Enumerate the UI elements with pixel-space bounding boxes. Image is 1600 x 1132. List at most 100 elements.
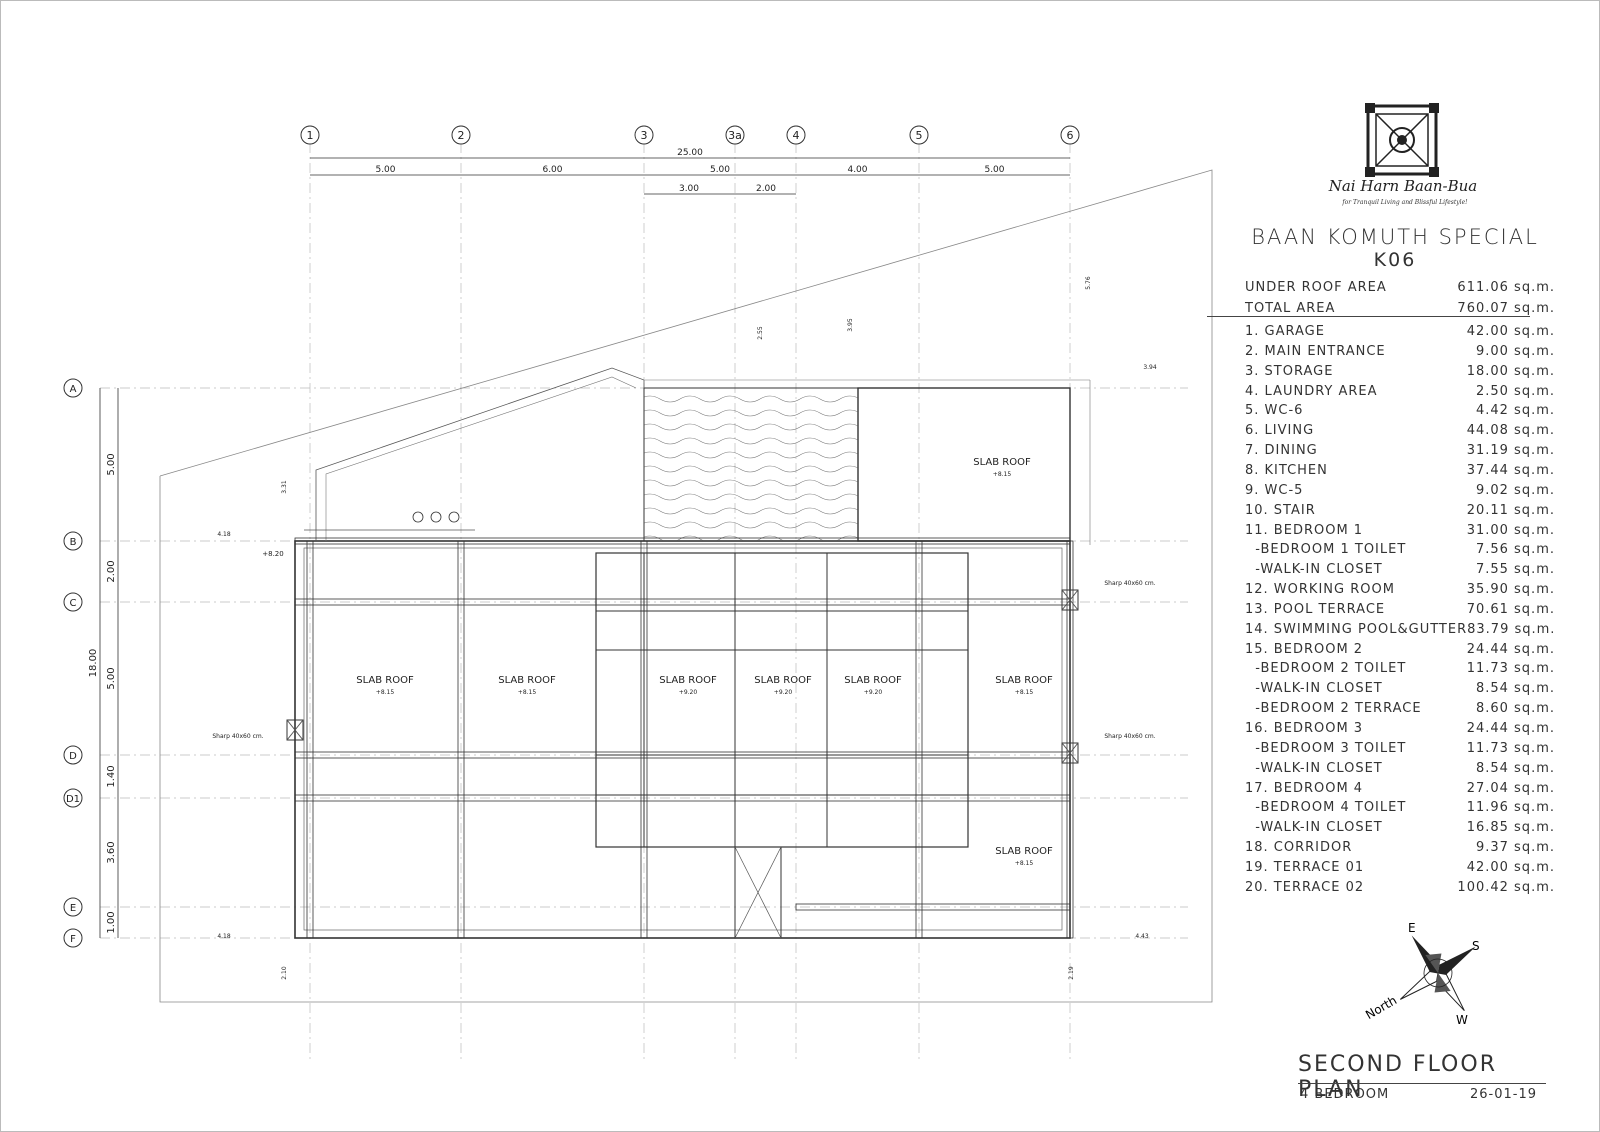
grid-bubble-label: 3a: [728, 129, 742, 142]
grid-bubble: [634, 125, 654, 145]
area-label: 10. STAIR: [1245, 502, 1316, 518]
area-value: 24.44 sq.m.: [1466, 641, 1555, 657]
grid-bubble: [63, 928, 83, 948]
grid-bubble: [63, 897, 83, 917]
light-fixture-icon: [448, 511, 460, 523]
area-value: 70.61 sq.m.: [1466, 601, 1555, 617]
grid-bubble-label: 5: [916, 129, 923, 142]
beam: [294, 751, 1071, 759]
area-value: 37.44 sq.m.: [1466, 462, 1555, 478]
room-row: 10. STAIR 20.11 sq.m.: [1245, 503, 1555, 523]
area-value: 44.08 sq.m.: [1466, 423, 1555, 439]
area-label: 3. STORAGE: [1245, 363, 1334, 379]
upper-block: [857, 387, 1071, 542]
drawing-subtitle: 4 BEDROOM: [1300, 1087, 1390, 1102]
sharp-label: Sharp 40x60 cm.: [1104, 580, 1155, 587]
dim-text: 3.94: [1143, 364, 1157, 371]
area-label: 2. MAIN ENTRANCE: [1245, 343, 1386, 359]
room-row: 9. WC-5 9.02 sq.m.: [1245, 483, 1555, 503]
area-label: 8. KITCHEN: [1245, 462, 1328, 478]
raised-roof: [595, 552, 969, 848]
sharp-box: [1061, 742, 1079, 764]
dim-text: 4.18: [217, 531, 231, 538]
dim-text: 2.00: [756, 184, 776, 194]
dim-text: 3.95: [847, 318, 854, 332]
dim-text: 6.00: [542, 165, 562, 175]
area-label: 19. TERRACE 01: [1245, 859, 1365, 875]
area-label: 1. GARAGE: [1245, 324, 1325, 339]
area-label: -WALK-IN CLOSET: [1245, 562, 1383, 578]
room-row: -BEDROOM 2 TOILET 11.73 sq.m.: [1245, 661, 1555, 681]
area-label: 14. SWIMMING POOL&GUTTER: [1245, 621, 1468, 637]
dim-text: 1.00: [106, 911, 117, 933]
sharp-box: [286, 719, 304, 741]
sharp-box: [1061, 742, 1079, 764]
area-label: 16. BEDROOM 3: [1245, 721, 1364, 736]
grid-bubble: [300, 125, 320, 145]
area-label: UNDER ROOF AREA: [1245, 280, 1387, 295]
dim-text: 25.00: [677, 148, 703, 158]
grid-bubble-label: C: [70, 598, 77, 609]
area-value: 11.73 sq.m.: [1466, 661, 1555, 677]
grid-bubble-label: 3: [641, 129, 648, 142]
area-value: 42.00 sq.m.: [1466, 324, 1555, 339]
dim-text: 18.00: [88, 649, 99, 678]
grid-bubble-label: A: [70, 384, 77, 395]
grid-bubble-label: 6: [1067, 129, 1074, 142]
area-value: 9.02 sq.m.: [1475, 482, 1555, 498]
area-value: 8.54 sq.m.: [1475, 681, 1555, 697]
area-value: 27.04 sq.m.: [1466, 780, 1555, 796]
roof-edge: [315, 367, 645, 541]
area-label: 5. WC-6: [1245, 403, 1304, 419]
area-value: 4.42 sq.m.: [1475, 403, 1555, 419]
site-boundary: [159, 169, 1213, 1003]
sharp-box: [1061, 589, 1079, 611]
grid-bubble: [63, 592, 83, 612]
beam: [640, 540, 648, 939]
area-value: 18.00 sq.m.: [1466, 363, 1555, 379]
grid-bubble-label: B: [70, 537, 77, 548]
area-label: -WALK-IN CLOSET: [1245, 760, 1383, 776]
area-label: 4. LAUNDRY AREA: [1245, 383, 1378, 399]
schedule-divider: [1207, 316, 1530, 317]
sharp-label: Sharp 40x60 cm.: [212, 733, 263, 740]
room-row: 8. KITCHEN 37.44 sq.m.: [1245, 463, 1555, 483]
slab-level-label: +9.20: [864, 689, 883, 696]
room-row: 16. BEDROOM 3 24.44 sq.m.: [1245, 721, 1555, 741]
dim-text: 4.43: [1135, 933, 1149, 940]
grid-bubble: [63, 788, 83, 808]
title-underline: [1298, 1083, 1546, 1084]
room-row: 12. WORKING ROOM 35.90 sq.m.: [1245, 582, 1555, 602]
area-label: 18. CORRIDOR: [1245, 840, 1353, 856]
dim-text: 2.55: [757, 326, 764, 340]
area-value: 9.00 sq.m.: [1475, 343, 1555, 359]
dim-text: 2.19: [1068, 966, 1075, 980]
area-label: -BEDROOM 2 TOILET: [1245, 661, 1407, 677]
grid-bubble: [451, 125, 471, 145]
area-label: 11. BEDROOM 1: [1245, 522, 1364, 538]
slab-roof-label: SLAB ROOF: [844, 675, 902, 686]
area-label: -WALK-IN CLOSET: [1245, 820, 1383, 836]
area-value: 24.44 sq.m.: [1466, 721, 1555, 736]
area-value: 20.11 sq.m.: [1466, 502, 1555, 518]
grid-bubble: [786, 125, 806, 145]
area-label: 20. TERRACE 02: [1245, 879, 1365, 895]
dim-text: 4.00: [847, 165, 867, 175]
area-label: -BEDROOM 1 TOILET: [1245, 542, 1407, 558]
area-label: 9. WC-5: [1245, 482, 1304, 498]
beam: [915, 540, 923, 939]
area-label: -BEDROOM 2 TERRACE: [1245, 701, 1422, 717]
area-label: 12. WORKING ROOM: [1245, 582, 1395, 598]
area-value: 35.90 sq.m.: [1466, 582, 1555, 598]
